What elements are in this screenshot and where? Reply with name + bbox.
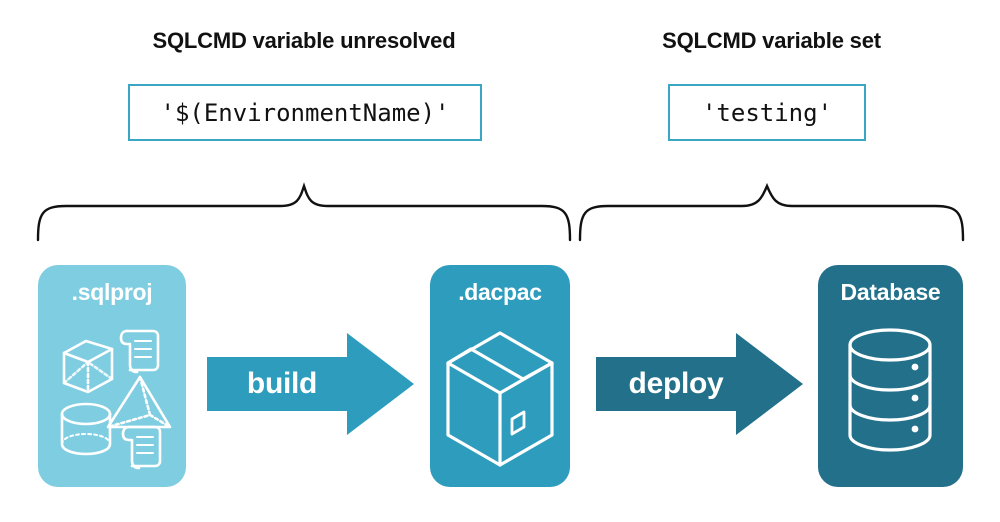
arrow-build[interactable]: build [207, 333, 414, 435]
brace-group [36, 182, 965, 242]
scroll-icon [121, 425, 162, 470]
package-box-icon [446, 331, 554, 467]
build-arrow-icon [207, 333, 414, 435]
artifact-label-sqlproj: .sqlproj [71, 279, 153, 305]
artifact-box-database[interactable]: Database [818, 265, 963, 487]
heading-sqlcmd-variable-unresolved: SQLCMD variable unresolved [152, 28, 456, 53]
cylinder-icon [60, 402, 112, 456]
code-box-environment-name: '$(EnvironmentName)' [128, 84, 482, 141]
scroll-icon [119, 329, 160, 374]
code-box-testing: 'testing' [668, 84, 866, 141]
artifact-box-dacpac[interactable]: .dacpac [430, 265, 570, 487]
deploy-arrow-icon [596, 333, 803, 435]
sqlproj-icon-group [60, 329, 172, 470]
artifact-label-dacpac: .dacpac [458, 279, 542, 305]
pyramid-icon [106, 375, 172, 429]
dacpac-icon-group [446, 331, 554, 467]
artifact-box-sqlproj[interactable]: .sqlproj [38, 265, 186, 487]
brace-left-icon [36, 182, 572, 242]
database-icon-group [848, 328, 932, 452]
arrow-deploy[interactable]: deploy [596, 333, 803, 435]
cube-icon [62, 339, 114, 394]
brace-right-icon [578, 182, 965, 242]
artifact-label-database: Database [840, 279, 941, 305]
heading-sqlcmd-variable-set: SQLCMD variable set [662, 28, 881, 53]
database-cylinder-icon [848, 328, 932, 452]
